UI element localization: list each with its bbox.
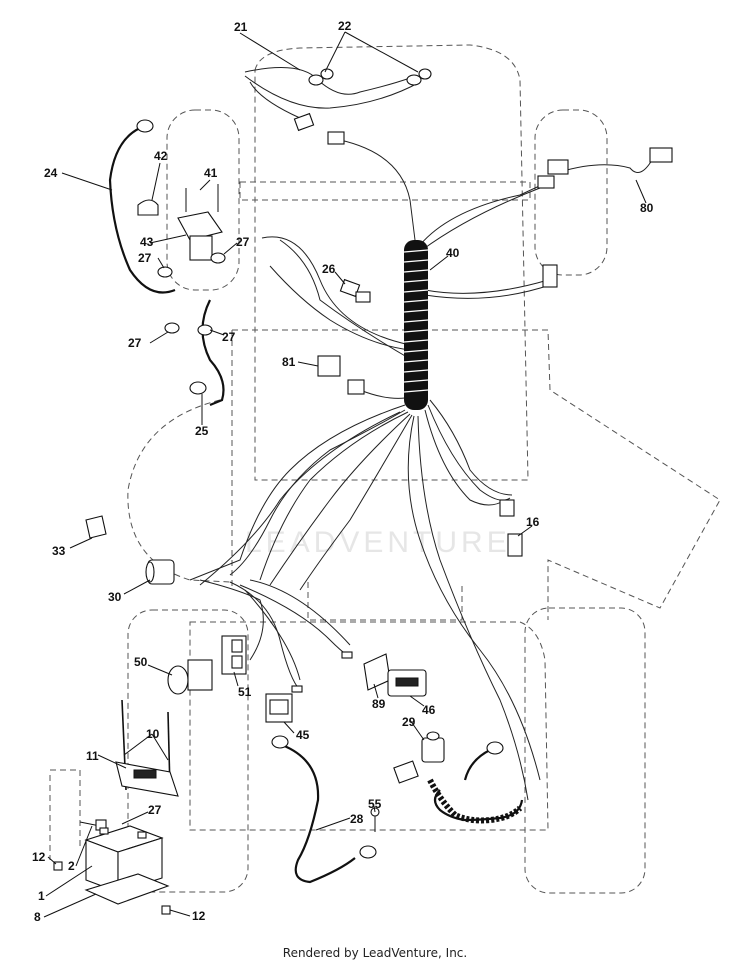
callout-30: 30 xyxy=(108,590,122,604)
battery-cables xyxy=(108,127,524,884)
callout-46: 46 xyxy=(422,703,436,717)
callout-11: 11 xyxy=(86,749,99,763)
footer-credit: Rendered by LeadVenture, Inc. xyxy=(282,946,468,960)
callout-89: 89 xyxy=(372,697,386,711)
leader-lines xyxy=(43,31,647,918)
watermark: LEADVENTURE xyxy=(245,526,511,559)
callout-27: 27 xyxy=(138,251,152,265)
callout-24: 24 xyxy=(44,166,58,180)
callout-12: 12 xyxy=(32,850,46,864)
callout-2: 2 xyxy=(68,859,75,873)
callout-41: 41 xyxy=(204,166,218,180)
callout-81: 81 xyxy=(282,355,296,369)
callout-40: 40 xyxy=(446,246,460,260)
callout-50: 50 xyxy=(134,655,148,669)
callout-27: 27 xyxy=(128,336,142,350)
callout-29: 29 xyxy=(402,715,416,729)
bulb-sockets xyxy=(308,68,432,86)
battery xyxy=(84,825,164,893)
callout-51: 51 xyxy=(238,685,252,699)
callout-27: 27 xyxy=(236,235,250,249)
callout-21: 21 xyxy=(234,20,248,34)
callout-16: 16 xyxy=(526,515,540,529)
callout-80: 80 xyxy=(640,201,654,215)
callout-8: 8 xyxy=(34,910,41,924)
callout-45: 45 xyxy=(296,728,310,742)
callout-28: 28 xyxy=(350,812,364,826)
callout-12: 12 xyxy=(192,909,206,923)
harness-wires xyxy=(189,67,551,801)
callout-55: 55 xyxy=(368,797,382,811)
callout-27: 27 xyxy=(148,803,162,817)
callout-43: 43 xyxy=(140,235,154,249)
parts xyxy=(53,68,673,915)
tractor-outline xyxy=(49,44,721,894)
callout-27: 27 xyxy=(222,330,236,344)
callout-labels: 21 22 24 42 41 43 27 27 27 27 26 40 80 8… xyxy=(32,19,654,924)
callout-1: 1 xyxy=(38,889,45,903)
harness-sheath xyxy=(403,240,429,410)
callout-10: 10 xyxy=(146,727,160,741)
callout-25: 25 xyxy=(195,424,209,438)
callout-22: 22 xyxy=(338,19,352,33)
callout-42: 42 xyxy=(154,149,168,163)
callout-33: 33 xyxy=(52,544,66,558)
callout-26: 26 xyxy=(322,262,336,276)
